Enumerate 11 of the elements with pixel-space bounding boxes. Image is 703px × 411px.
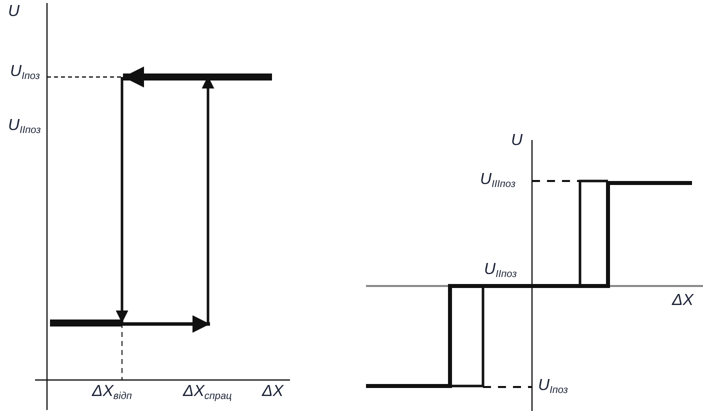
axis-tick-label: U$_{IIпоз}$ — [8, 118, 41, 136]
axis-tick-label: ΔX$_{спрац}$ — [183, 384, 232, 402]
axis-tick-label: ΔX$_{відп}$ — [92, 384, 132, 402]
axis-label: ΔX — [262, 384, 284, 400]
axis-tick-label: U$_{IIIпоз}$ — [480, 172, 516, 190]
axis-tick-label: U$_{Iпоз}$ — [10, 64, 40, 82]
axis-tick-label: U$_{Iпоз}$ — [538, 378, 568, 396]
axis-label: ΔX — [672, 293, 694, 309]
axis-label: U — [8, 4, 20, 20]
axis-tick-label: U$_{IIпоз}$ — [484, 262, 517, 280]
axis-label: U — [511, 133, 523, 149]
